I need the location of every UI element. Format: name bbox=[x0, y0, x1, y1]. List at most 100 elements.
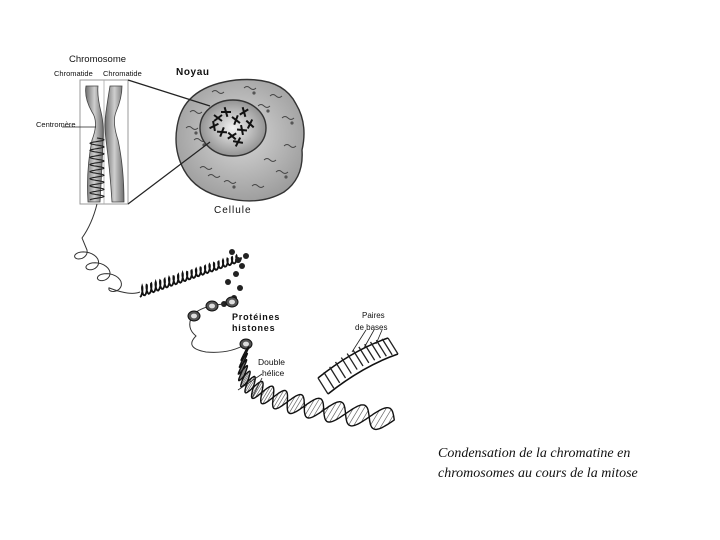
dna-double-helix bbox=[237, 346, 395, 431]
nucleus bbox=[199, 99, 267, 157]
organelle bbox=[269, 94, 283, 98]
base-pair bbox=[304, 399, 315, 416]
chromatin-bead bbox=[233, 271, 239, 277]
ladder-rung bbox=[323, 371, 335, 389]
ladder-rung bbox=[375, 339, 387, 357]
organelle bbox=[199, 166, 213, 170]
organelle bbox=[283, 144, 297, 148]
base-pair bbox=[335, 405, 345, 420]
solenoid bbox=[139, 253, 243, 298]
label-histones-1: Protéines bbox=[232, 312, 280, 322]
base-pair bbox=[360, 410, 369, 423]
base-pair bbox=[251, 382, 260, 396]
ladder-rung bbox=[352, 349, 364, 367]
zoom-line-top bbox=[127, 79, 211, 107]
base-pair bbox=[246, 378, 256, 393]
cell bbox=[175, 78, 305, 202]
linker-dna bbox=[189, 303, 247, 353]
label-chromatid-right: Chromatide bbox=[103, 69, 142, 78]
base-pair bbox=[313, 401, 323, 417]
histone-core bbox=[209, 303, 215, 309]
histone-core bbox=[191, 313, 197, 319]
base-pair bbox=[244, 376, 255, 393]
base-pair bbox=[281, 396, 288, 407]
chromatin-bead bbox=[235, 257, 241, 263]
chromatin-bead bbox=[243, 253, 249, 259]
base-pair bbox=[387, 414, 394, 425]
nuclear-chromosome bbox=[216, 126, 228, 138]
base-pair bbox=[276, 391, 287, 409]
base-pair bbox=[307, 398, 320, 419]
vesicle bbox=[266, 109, 270, 113]
organelle bbox=[257, 104, 271, 108]
histone-core bbox=[243, 341, 249, 347]
helix-strand-b bbox=[237, 349, 395, 427]
nuclear-chromosome bbox=[239, 106, 249, 118]
chromosome-coiled-chromatin bbox=[89, 137, 105, 201]
nucleus-chromosomes bbox=[209, 106, 255, 147]
organelle bbox=[243, 86, 257, 90]
label-base-pairs-1: Paires bbox=[362, 311, 385, 320]
base-pair bbox=[348, 404, 361, 426]
base-pair bbox=[373, 407, 387, 430]
organelle bbox=[223, 180, 237, 184]
nuclear-chromosome bbox=[209, 120, 219, 132]
label-nucleus: Noyau bbox=[176, 67, 210, 78]
ladder-rung bbox=[346, 353, 358, 370]
caption-line-2: chromosomes au cours de la mitose bbox=[438, 466, 638, 481]
base-pair bbox=[323, 406, 330, 415]
chromosome-shape bbox=[85, 85, 125, 203]
organelle bbox=[207, 174, 221, 178]
vesicle bbox=[252, 91, 256, 95]
base-pair bbox=[379, 409, 392, 429]
label-double-helix-1: Double bbox=[258, 357, 285, 367]
organelle bbox=[189, 110, 203, 114]
base-pair bbox=[240, 371, 250, 386]
ladder-rung bbox=[369, 341, 382, 359]
ladder-rung bbox=[334, 361, 347, 379]
organelle bbox=[185, 126, 199, 130]
base-pair bbox=[266, 390, 275, 403]
vesicle bbox=[194, 131, 198, 135]
label-base-pairs-2: de bases bbox=[355, 323, 387, 332]
chromatin-bead bbox=[239, 263, 245, 269]
organelle bbox=[263, 158, 277, 162]
ladder-rung bbox=[340, 357, 352, 374]
label-centromere: Centromère bbox=[36, 120, 76, 129]
fiber-loops bbox=[74, 203, 141, 294]
histone-core bbox=[229, 299, 235, 305]
label-chromosome: Chromosome bbox=[69, 54, 126, 65]
coil-strand bbox=[89, 137, 105, 201]
ladder-rung bbox=[358, 346, 370, 364]
nuclear-chromosome bbox=[227, 131, 237, 141]
base-pair bbox=[288, 394, 301, 414]
base-pair bbox=[353, 405, 366, 426]
label-double-helix-2: hélice bbox=[262, 368, 284, 378]
vesicle bbox=[284, 175, 288, 179]
label-cell: Cellule bbox=[214, 205, 252, 216]
base-pair bbox=[272, 392, 280, 404]
label-chromatid-left: Chromatide bbox=[54, 69, 93, 78]
zoom-line-bottom bbox=[127, 141, 211, 205]
nuclear-chromosome bbox=[231, 114, 241, 126]
ladder-rail-bottom bbox=[327, 353, 399, 395]
ladder-rung bbox=[329, 366, 341, 384]
ladder-rung bbox=[317, 377, 329, 395]
organelle bbox=[275, 170, 289, 174]
nucleosomes bbox=[187, 296, 253, 353]
ladder-rail-top bbox=[317, 337, 389, 379]
nuclear-chromosome bbox=[213, 114, 223, 122]
ladder-rung bbox=[364, 343, 376, 361]
nuclear-chromosome bbox=[245, 119, 255, 129]
chromatin-bead bbox=[229, 249, 235, 255]
label-histones-2: histones bbox=[232, 323, 275, 333]
figure-caption: Condensation de la chromatine en chromos… bbox=[438, 444, 708, 484]
vesicle bbox=[290, 121, 294, 125]
base-pair bbox=[260, 386, 271, 403]
nuclear-chromosome bbox=[232, 137, 244, 147]
base-pair bbox=[293, 396, 304, 414]
base-pair bbox=[325, 402, 337, 421]
chromatin-bead bbox=[237, 285, 243, 291]
